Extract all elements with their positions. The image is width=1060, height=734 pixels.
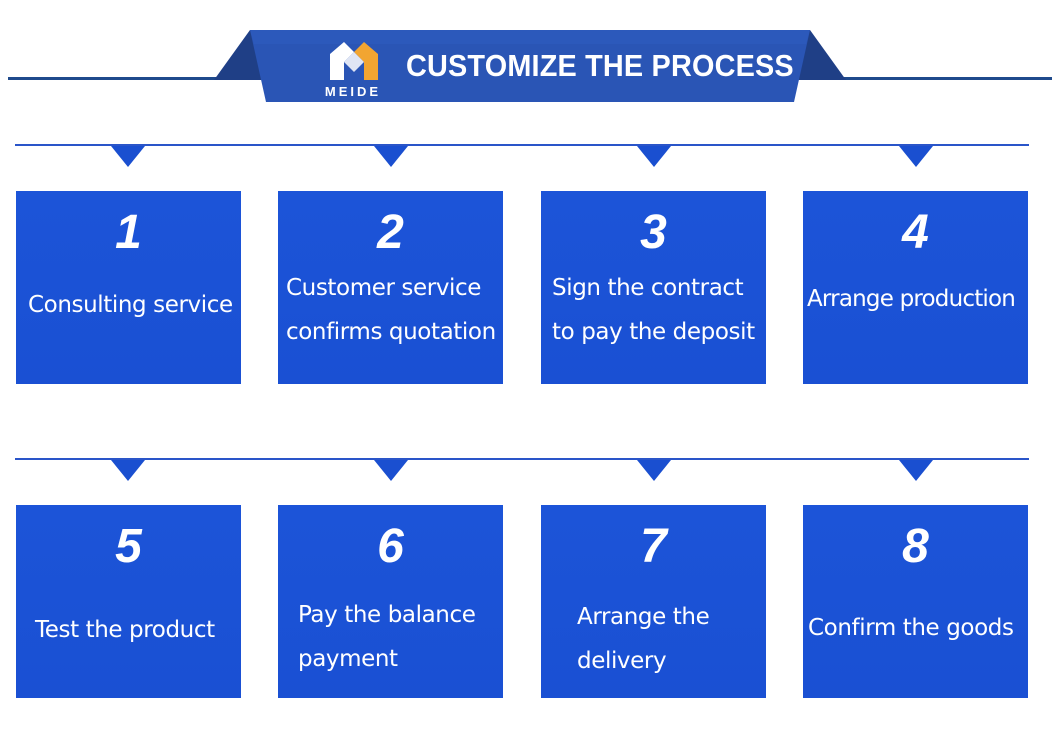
step-label: Arrange the delivery — [577, 595, 762, 683]
meide-logo: MEIDE — [314, 40, 392, 102]
step-card-6: 6 Pay the balance payment — [278, 505, 503, 698]
step-label: Customer service confirms quotation — [286, 266, 499, 354]
step-label-line: Arrange the — [577, 604, 710, 630]
step-label: Confirm the goods — [808, 606, 1024, 650]
step-number: 3 — [640, 206, 667, 259]
step-card-4: 4 Arrange production — [803, 191, 1028, 384]
banner-shape — [214, 30, 846, 102]
logo-wordmark: MEIDE — [324, 84, 382, 99]
row-2-rule — [15, 458, 1029, 460]
step-label: Pay the balance payment — [298, 593, 499, 681]
step-number: 6 — [377, 520, 404, 573]
step-label-line: Confirm the goods — [808, 615, 1014, 641]
step-number: 7 — [640, 520, 667, 573]
step-4-pointer-icon — [899, 146, 933, 167]
step-label-line: Sign the contract — [552, 275, 744, 301]
step-label: Arrange production — [807, 277, 1024, 321]
step-6-pointer-icon — [374, 460, 408, 481]
step-1-pointer-icon — [111, 146, 145, 167]
step-7-pointer-icon — [637, 460, 671, 481]
step-label-line: to pay the deposit — [552, 319, 755, 345]
step-5-pointer-icon — [111, 460, 145, 481]
step-card-8: 8 Confirm the goods — [803, 505, 1028, 698]
step-label-line: Pay the balance — [298, 602, 476, 628]
step-label-line: payment — [298, 646, 398, 672]
step-label-line: confirms quotation — [286, 319, 496, 345]
step-label-line: Customer service — [286, 275, 482, 301]
step-card-3: 3 Sign the contract to pay the deposit — [541, 191, 766, 384]
step-number: 2 — [377, 206, 404, 259]
page-title: CUSTOMIZE THE PROCESS — [406, 48, 794, 83]
step-label: Sign the contract to pay the deposit — [552, 266, 762, 354]
step-label: Consulting service — [28, 283, 237, 327]
step-number: 5 — [115, 520, 142, 573]
title-banner: MEIDE CUSTOMIZE THE PROCESS — [214, 30, 846, 104]
step-3-pointer-icon — [637, 146, 671, 167]
step-number: 8 — [902, 520, 929, 573]
step-card-1: 1 Consulting service — [16, 191, 241, 384]
step-2-pointer-icon — [374, 146, 408, 167]
row-1-rule — [15, 144, 1029, 146]
step-card-2: 2 Customer service confirms quotation — [278, 191, 503, 384]
logo-mark-icon — [330, 42, 378, 80]
step-number: 1 — [115, 206, 142, 259]
step-number: 4 — [902, 206, 929, 259]
step-label-line: delivery — [577, 648, 667, 674]
step-label-line: Consulting service — [28, 292, 233, 318]
step-label: Test the product — [35, 608, 237, 652]
step-8-pointer-icon — [899, 460, 933, 481]
step-card-5: 5 Test the product — [16, 505, 241, 698]
step-label-line: Test the product — [35, 617, 215, 643]
step-card-7: 7 Arrange the delivery — [541, 505, 766, 698]
step-label-line: Arrange production — [807, 286, 1016, 312]
